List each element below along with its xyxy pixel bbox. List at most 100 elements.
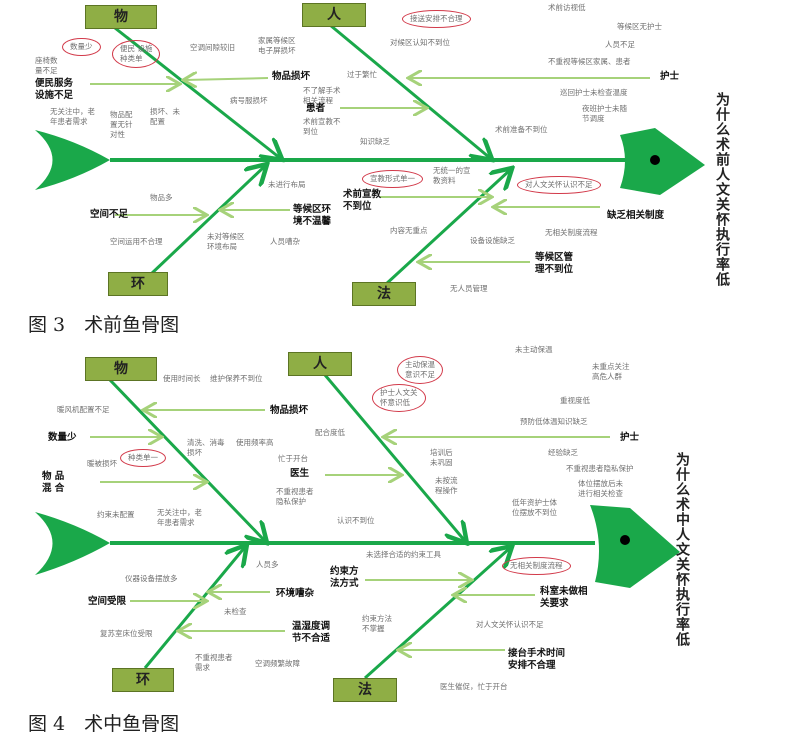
cause: 主动保温 意识不足	[397, 356, 443, 384]
fig3-effect: 为什么术前人文关怀执行率低	[714, 92, 730, 287]
cause: 无人员管理	[450, 284, 488, 293]
cause-major: 接台手术时间 安排不合理	[508, 648, 566, 671]
fig3-tail	[35, 130, 110, 190]
cause-major: 物品损坏	[272, 71, 311, 82]
cause: 不重视等候区家属、患者	[548, 57, 631, 66]
cause: 无关注中，老 年患者需求	[157, 508, 202, 527]
cause: 空间运用不合理	[110, 237, 163, 246]
cause-major: 等候区环 境不温馨	[293, 204, 332, 227]
fig4-category-method: 法	[333, 678, 397, 702]
cause: 无统一的宣 教资料	[433, 166, 471, 185]
fig3-category-people: 人	[302, 3, 366, 27]
cause: 空调频繁故障	[255, 659, 300, 668]
cause: 未对等候区 环境布局	[207, 232, 245, 251]
cause: 未重点关注 高危人群	[592, 362, 630, 381]
cause: 术前准备不到位	[495, 125, 548, 134]
cause-major: 护士	[620, 432, 640, 443]
cause: 种类单一	[120, 449, 166, 467]
cause: 家属等候区 电子屏损坏	[258, 36, 296, 55]
fig4-fish	[35, 374, 680, 680]
cause: 暖被损坏	[87, 459, 117, 468]
cause: 设备设施缺乏	[470, 236, 515, 245]
cause: 培训后 未巩固	[430, 448, 453, 467]
cause: 未按流 程操作	[435, 476, 458, 495]
cause: 护士人文关 怀意识低	[372, 384, 426, 412]
cause: 无相关制度流程	[545, 228, 598, 237]
fig3-caption: 图 3 术前鱼骨图	[28, 314, 180, 336]
cause: 对人文关怀认识不足	[476, 620, 544, 629]
cause: 体位摆放后未 进行相关检查	[578, 479, 623, 498]
cause: 等候区无护士	[617, 22, 662, 31]
fig3-category-method: 法	[352, 282, 416, 306]
cause-major: 便民服务 设施不足	[35, 78, 74, 101]
cause-major: 等候区管 理不到位	[535, 252, 574, 275]
cause: 清洗、消毒 损坏	[187, 438, 225, 457]
cause: 物品多	[150, 193, 173, 202]
cause: 使用时间长	[163, 374, 201, 383]
fig4-eye	[620, 535, 630, 545]
cause-major: 温湿度调 节不合适	[292, 621, 331, 644]
cause: 使用频率高	[236, 438, 274, 447]
cause-major: 空间受限	[88, 596, 127, 607]
cause: 接送安排不合理	[402, 10, 471, 28]
cause: 对人文关怀认识不足	[517, 176, 601, 194]
fig4-tail	[35, 512, 110, 575]
cause: 对候区认知不到位	[390, 38, 450, 47]
fig4-effect: 为什么术中人文关怀执行率低	[674, 452, 690, 647]
cause: 术前访视低	[548, 3, 586, 12]
cause: 复苏室床位受限	[100, 629, 153, 638]
cause-major: 数量少	[48, 432, 77, 443]
cause: 预防低体温知识缺乏	[520, 417, 588, 426]
fig4-category-materials: 物	[85, 357, 157, 381]
cause-major: 空间不足	[90, 209, 129, 220]
cause: 重视度低	[560, 396, 590, 405]
cause-major: 缺乏相关制度	[607, 210, 665, 221]
cause-major: 护士	[660, 71, 680, 82]
cause-major: 环境嘈杂	[276, 588, 315, 599]
cause-major: 术前宣教 不到位	[343, 189, 382, 212]
cause-major: 科室未做相 关要求	[540, 586, 588, 609]
cause: 维护保养不到位	[210, 374, 263, 383]
fig3-head	[620, 128, 705, 195]
cause: 物品配 置无针 对性	[110, 110, 133, 139]
fig3-category-materials: 物	[85, 5, 157, 29]
cause: 不重视患者隐私保护	[566, 464, 634, 473]
fig3-category-environment: 环	[108, 272, 168, 296]
cause: 便民 设施 种类单	[112, 40, 161, 68]
cause: 数量少	[62, 38, 101, 56]
cause: 未检查	[224, 607, 247, 616]
cause: 无关注中，老 年患者需求	[50, 107, 95, 126]
cause: 过于繁忙	[347, 70, 377, 79]
cause: 仪器设备摆放多	[125, 574, 178, 583]
fig4-category-people: 人	[288, 352, 352, 376]
cause: 无相关制度流程	[502, 557, 571, 575]
cause: 不重视患者 需求	[195, 653, 233, 672]
cause-major: 物 品 混 合	[42, 471, 65, 494]
cause: 未选择合适的约束工具	[366, 550, 441, 559]
cause: 人员不足	[605, 40, 635, 49]
cause: 约束方法 不掌握	[362, 614, 392, 633]
cause: 不了解手术 相关流程	[303, 86, 341, 105]
cause: 夜班护士未随 节调度	[582, 104, 627, 123]
cause: 约束未配置	[97, 510, 135, 519]
cause: 巡回护士未检查温度	[560, 88, 628, 97]
cause: 术前宣教不 到位	[303, 117, 341, 136]
cause: 损坏、未 配置	[150, 107, 180, 126]
cause: 低年资护士体 位摆放不到位	[512, 498, 557, 517]
cause: 不重视患者 隐私保护	[276, 487, 314, 506]
fig4-category-environment: 环	[112, 668, 174, 692]
cause: 宣教形式单一	[362, 170, 423, 188]
cause: 经验缺乏	[548, 448, 578, 457]
cause: 医生催促，忙于开台	[440, 682, 508, 691]
fig4-caption: 图 4 术中鱼骨图	[28, 713, 180, 735]
cause: 座椅数 量不足	[35, 56, 58, 75]
cause: 人员嘈杂	[270, 237, 300, 246]
cause: 空调间隙较旧	[190, 43, 235, 52]
cause-major: 患者	[306, 103, 326, 114]
cause: 人员多	[256, 560, 279, 569]
cause: 内容无重点	[390, 226, 428, 235]
cause: 未进行布局	[268, 180, 306, 189]
cause: 暖风机配置不足	[57, 405, 110, 414]
cause: 忙于开台	[278, 454, 308, 463]
